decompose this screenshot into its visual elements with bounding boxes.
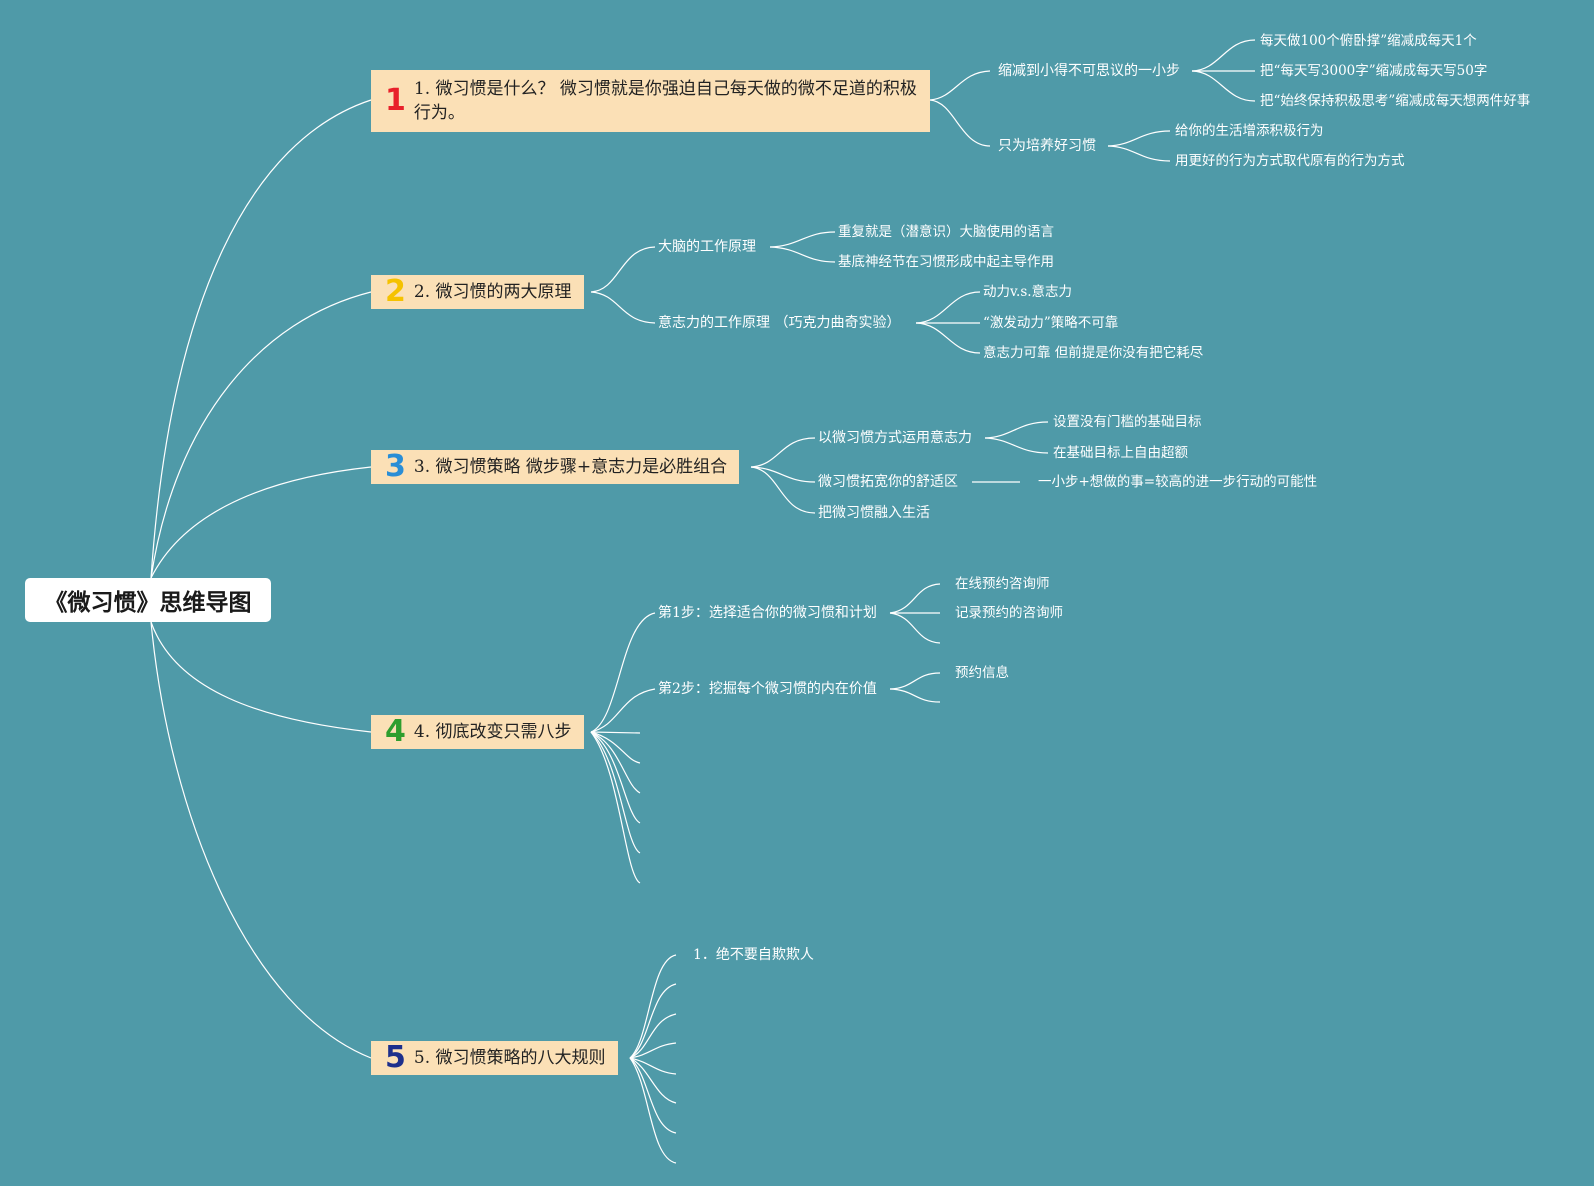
- number-5-badge: 5: [385, 1040, 406, 1075]
- leaf-1-2-2[interactable]: 用更好的行为方式取代原有的行为方式: [1175, 153, 1405, 169]
- subtopic-5-1[interactable]: 1．绝不要自欺欺人: [693, 947, 814, 963]
- subtopic-1-1[interactable]: 缩减到小得不可思议的一小步: [998, 63, 1180, 79]
- subtopic-3-1[interactable]: 以微习惯方式运用意志力: [818, 430, 972, 446]
- leaf-2-1-2[interactable]: 基底神经节在习惯形成中起主导作用: [838, 254, 1054, 270]
- branch-1-label: 1. 微习惯是什么？ 微习惯就是你强迫自己每天做的微不足道的积极行为。: [413, 79, 917, 123]
- number-2-badge: 2: [385, 274, 406, 309]
- leaf-1-1-2[interactable]: 把“每天写3000字”缩减成每天写50字: [1260, 63, 1488, 79]
- leaf-2-2-1[interactable]: 动力v.s.意志力: [983, 284, 1073, 300]
- branch-3-label: 3. 微习惯策略 微步骤+意志力是必胜组合: [413, 457, 728, 477]
- branch-4-label: 4. 彻底改变只需八步: [413, 722, 572, 742]
- branch-5-topic[interactable]: 5 5. 微习惯策略的八大规则: [371, 1041, 618, 1075]
- branch-4-topic[interactable]: 4 4. 彻底改变只需八步: [371, 715, 584, 749]
- number-1-badge: 1: [385, 83, 406, 118]
- branch-2-topic[interactable]: 2 2. 微习惯的两大原理: [371, 275, 584, 309]
- leaf-2-2-3[interactable]: 意志力可靠 但前提是你没有把它耗尽: [983, 345, 1204, 361]
- number-4-badge: 4: [385, 714, 406, 749]
- branch-1-topic[interactable]: 1 1. 微习惯是什么？ 微习惯就是你强迫自己每天做的微不足道的积极行为。: [371, 70, 930, 132]
- branch-5-label: 5. 微习惯策略的八大规则: [413, 1048, 606, 1068]
- subtopic-3-3[interactable]: 把微习惯融入生活: [818, 505, 930, 521]
- root-topic[interactable]: 《微习惯》思维导图: [25, 578, 271, 622]
- branch-2-label: 2. 微习惯的两大原理: [413, 282, 572, 302]
- leaf-3-2-1[interactable]: 一小步+想做的事=较高的进一步行动的可能性: [1038, 474, 1318, 490]
- leaf-4-1-1[interactable]: 在线预约咨询师: [955, 576, 1050, 592]
- leaf-1-2-1[interactable]: 给你的生活增添积极行为: [1175, 123, 1324, 139]
- subtopic-2-2[interactable]: 意志力的工作原理 （巧克力曲奇实验）: [658, 315, 901, 331]
- leaf-1-1-1[interactable]: 每天做100个俯卧撑”缩减成每天1个: [1260, 33, 1477, 49]
- number-3-badge: 3: [385, 449, 406, 484]
- leaf-4-1-2[interactable]: 记录预约的咨询师: [955, 605, 1063, 621]
- subtopic-4-2[interactable]: 第2步：挖掘每个微习惯的内在价值: [658, 681, 877, 697]
- leaf-2-2-2[interactable]: “激发动力”策略不可靠: [983, 315, 1119, 331]
- subtopic-1-2[interactable]: 只为培养好习惯: [998, 138, 1096, 154]
- leaf-4-2-1[interactable]: 预约信息: [955, 665, 1009, 681]
- subtopic-3-2[interactable]: 微习惯拓宽你的舒适区: [818, 474, 958, 490]
- subtopic-2-1[interactable]: 大脑的工作原理: [658, 239, 756, 255]
- subtopic-4-1[interactable]: 第1步：选择适合你的微习惯和计划: [658, 605, 877, 621]
- leaf-1-1-3[interactable]: 把“始终保持积极思考”缩减成每天想两件好事: [1260, 93, 1531, 109]
- branch-3-topic[interactable]: 3 3. 微习惯策略 微步骤+意志力是必胜组合: [371, 449, 740, 484]
- leaf-3-1-1[interactable]: 设置没有门槛的基础目标: [1053, 414, 1202, 430]
- leaf-3-1-2[interactable]: 在基础目标上自由超额: [1053, 445, 1188, 461]
- leaf-2-1-1[interactable]: 重复就是（潜意识）大脑使用的语言: [838, 224, 1054, 240]
